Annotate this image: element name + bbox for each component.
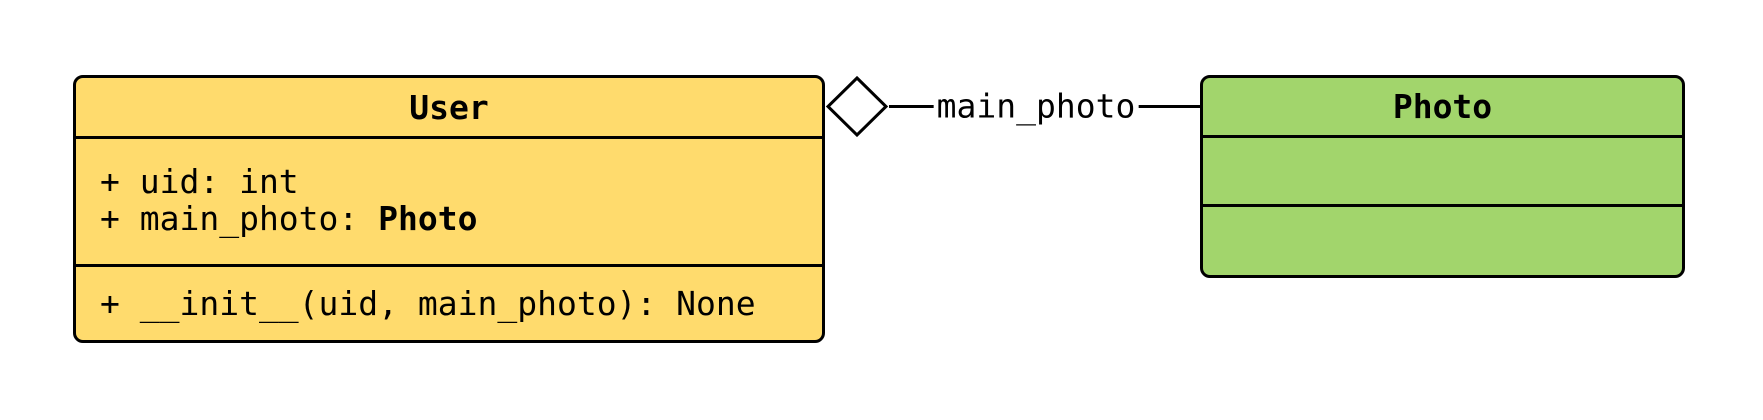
attribute-main-photo-type: Photo	[378, 199, 478, 238]
class-photo-title: Photo	[1392, 87, 1493, 126]
class-user-attributes: + uid: int + main_photo: Photo	[76, 136, 822, 264]
class-photo-attributes-empty	[1203, 135, 1682, 204]
class-user-methods: + __init__(uid, main_photo): None	[76, 264, 822, 340]
class-photo-methods-empty	[1203, 204, 1682, 275]
aggregation-diamond-shape	[825, 76, 889, 137]
class-user-title: User	[409, 87, 489, 127]
attribute-main-photo-prefix: + main_photo:	[100, 199, 379, 238]
class-box-user: User + uid: int + main_photo: Photo + __…	[73, 75, 825, 343]
method-init: + __init__(uid, main_photo): None	[100, 284, 756, 323]
relation-label: main_photo	[933, 86, 1139, 126]
attribute-main-photo: + main_photo: Photo	[100, 200, 812, 237]
attribute-uid: + uid: int	[100, 162, 299, 201]
class-box-photo: Photo	[1200, 75, 1685, 278]
aggregation-diamond-icon	[825, 76, 889, 137]
